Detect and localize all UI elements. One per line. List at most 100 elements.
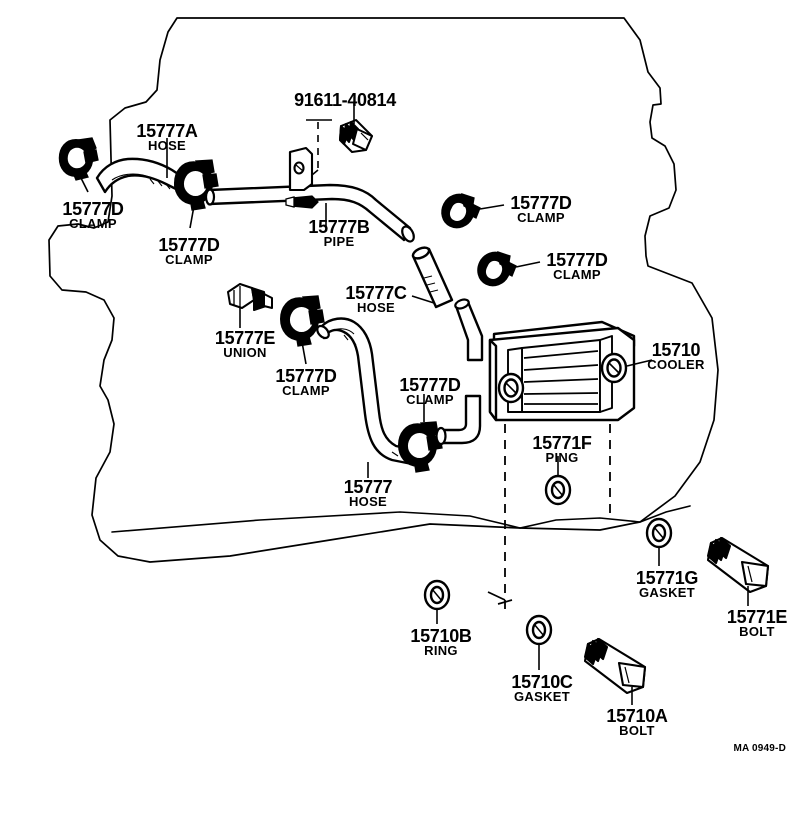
gasket-15710c-icon <box>525 614 553 646</box>
pipe-15777b-end <box>204 188 216 206</box>
part-number: 15710C <box>511 672 573 692</box>
part-number: 15777D <box>158 235 220 255</box>
label-bolt-15771e: 15771E BOLT <box>726 607 788 639</box>
part-number: 15777B <box>308 217 370 237</box>
part-name: HOSE <box>348 494 388 509</box>
label-union-e: 15777E UNION <box>214 328 276 360</box>
part-name: CLAMP <box>69 216 117 231</box>
part-name: COOLER <box>647 357 705 372</box>
part-name: GASKET <box>639 585 695 600</box>
cooler-inlet-pipe-upper <box>454 300 484 362</box>
clamp-right-lower-icon <box>477 251 517 287</box>
hose-15777a <box>95 157 186 194</box>
cooler-inlet-ferrule-lower <box>435 426 447 446</box>
pipe-15777b <box>207 183 412 242</box>
bolt-15710a-icon <box>583 637 647 695</box>
label-clamp-right-lower: 15777D CLAMP <box>546 250 608 282</box>
part-number: 15710 <box>651 340 701 360</box>
part-number: 15777E <box>214 328 276 348</box>
diagram-watermark: MA 0949-D <box>733 743 786 754</box>
label-bolt-15710a: 15710A BOLT <box>606 706 668 738</box>
part-name: HOSE <box>356 300 396 315</box>
part-number: 15710A <box>606 706 668 726</box>
clamp-left-outer-icon <box>58 137 99 181</box>
leader-clamp-right-upper <box>479 204 505 210</box>
label-cooler: 15710 COOLER <box>647 341 704 371</box>
label-clamp-lower: 15777D CLAMP <box>399 375 461 407</box>
part-name: BOLT <box>739 624 775 639</box>
gasket-15771g-icon <box>645 517 673 549</box>
part-name: CLAMP <box>406 392 454 407</box>
label-clamp-right-upper: 15777D CLAMP <box>510 193 572 224</box>
ring-15771f-icon <box>544 474 572 506</box>
part-name: HOSE <box>147 138 187 153</box>
leader-clamp-left-inner <box>189 205 195 229</box>
part-number: 15777D <box>546 250 608 270</box>
hose-15777a-texture <box>111 173 171 190</box>
cooler-inlet-ferrule-upper <box>454 298 470 310</box>
hose-15777c <box>411 246 454 309</box>
cooler-15710-fins <box>523 350 599 405</box>
part-name: PIPE <box>323 234 355 249</box>
pipe-15777b-flare <box>401 225 415 243</box>
union-15777e-icon <box>227 283 273 311</box>
clamp-mid-icon <box>280 295 325 347</box>
bolt-15771e-icon <box>706 536 770 594</box>
leader-clamp-mid <box>301 341 307 365</box>
part-name: PING <box>545 450 579 465</box>
label-ring-15771f: 15771F PING <box>532 433 592 465</box>
part-name: BOLT <box>619 723 655 738</box>
leader-cooler-15710 <box>626 359 653 367</box>
leader-clamp-left-outer <box>79 175 89 193</box>
label-ring-15710b: 15710B RING <box>410 626 472 658</box>
cooler-15710-core <box>507 335 613 413</box>
part-number: 15777D <box>399 375 461 395</box>
label-bolt-91611: 91611-40814 <box>294 91 396 109</box>
label-hose-c: 15777C HOSE <box>345 283 407 315</box>
clamp-lower-icon <box>398 421 443 473</box>
part-number: 15771G <box>635 568 699 588</box>
clamp-left-inner-icon <box>174 159 219 211</box>
label-clamp-left-outer: 15777D CLAMP <box>62 199 124 231</box>
ring-15710b-icon <box>423 579 451 611</box>
part-number: 15710B <box>410 626 472 646</box>
hose-15777-end-upper <box>316 324 330 340</box>
pipe-mount-bracket <box>288 146 314 192</box>
cooler-15710-boss-left <box>497 372 525 404</box>
label-gasket-15771g: 15771G GASKET <box>635 568 699 600</box>
label-hose-main: 15777 HOSE <box>344 478 393 508</box>
part-name: UNION <box>223 345 267 360</box>
leader-hose-15777c <box>411 295 435 304</box>
part-number: 15777D <box>510 193 572 213</box>
bolt-91611-40814-icon <box>339 119 373 153</box>
engine-block-shelf-line <box>111 505 691 533</box>
part-number: 91611-40814 <box>294 90 396 110</box>
part-name: RING <box>424 643 458 658</box>
part-number: 15771F <box>532 433 592 453</box>
assembly-arrow-left <box>487 591 506 601</box>
pipe-15777b-collar <box>285 195 319 209</box>
clamp-right-upper-icon <box>441 193 481 229</box>
label-clamp-mid: 15777D CLAMP <box>275 366 337 398</box>
part-name: GASKET <box>514 689 570 704</box>
label-pipe-b: 15777B PIPE <box>308 217 370 249</box>
part-number: 15777D <box>62 199 124 219</box>
part-number: 15771E <box>726 607 788 627</box>
label-hose-a: 15777A HOSE <box>136 122 198 153</box>
assembly-tick-left <box>497 599 513 605</box>
part-name: CLAMP <box>553 267 601 282</box>
assembly-arrow-bracket <box>311 169 319 176</box>
leader-clamp-right-lower <box>515 261 541 268</box>
label-clamp-left-inner: 15777D CLAMP <box>158 235 220 267</box>
hose-15777c-texture <box>423 275 439 293</box>
cooler-15710-boss-right <box>600 352 628 384</box>
part-number: 15777D <box>275 366 337 386</box>
part-number: 15777C <box>345 283 407 303</box>
part-number: 15777 <box>343 477 393 497</box>
engine-block-outline <box>48 17 719 563</box>
cooler-inlet-pipe-lower <box>438 394 482 445</box>
part-name: CLAMP <box>165 252 213 267</box>
part-name: CLAMP <box>282 383 330 398</box>
